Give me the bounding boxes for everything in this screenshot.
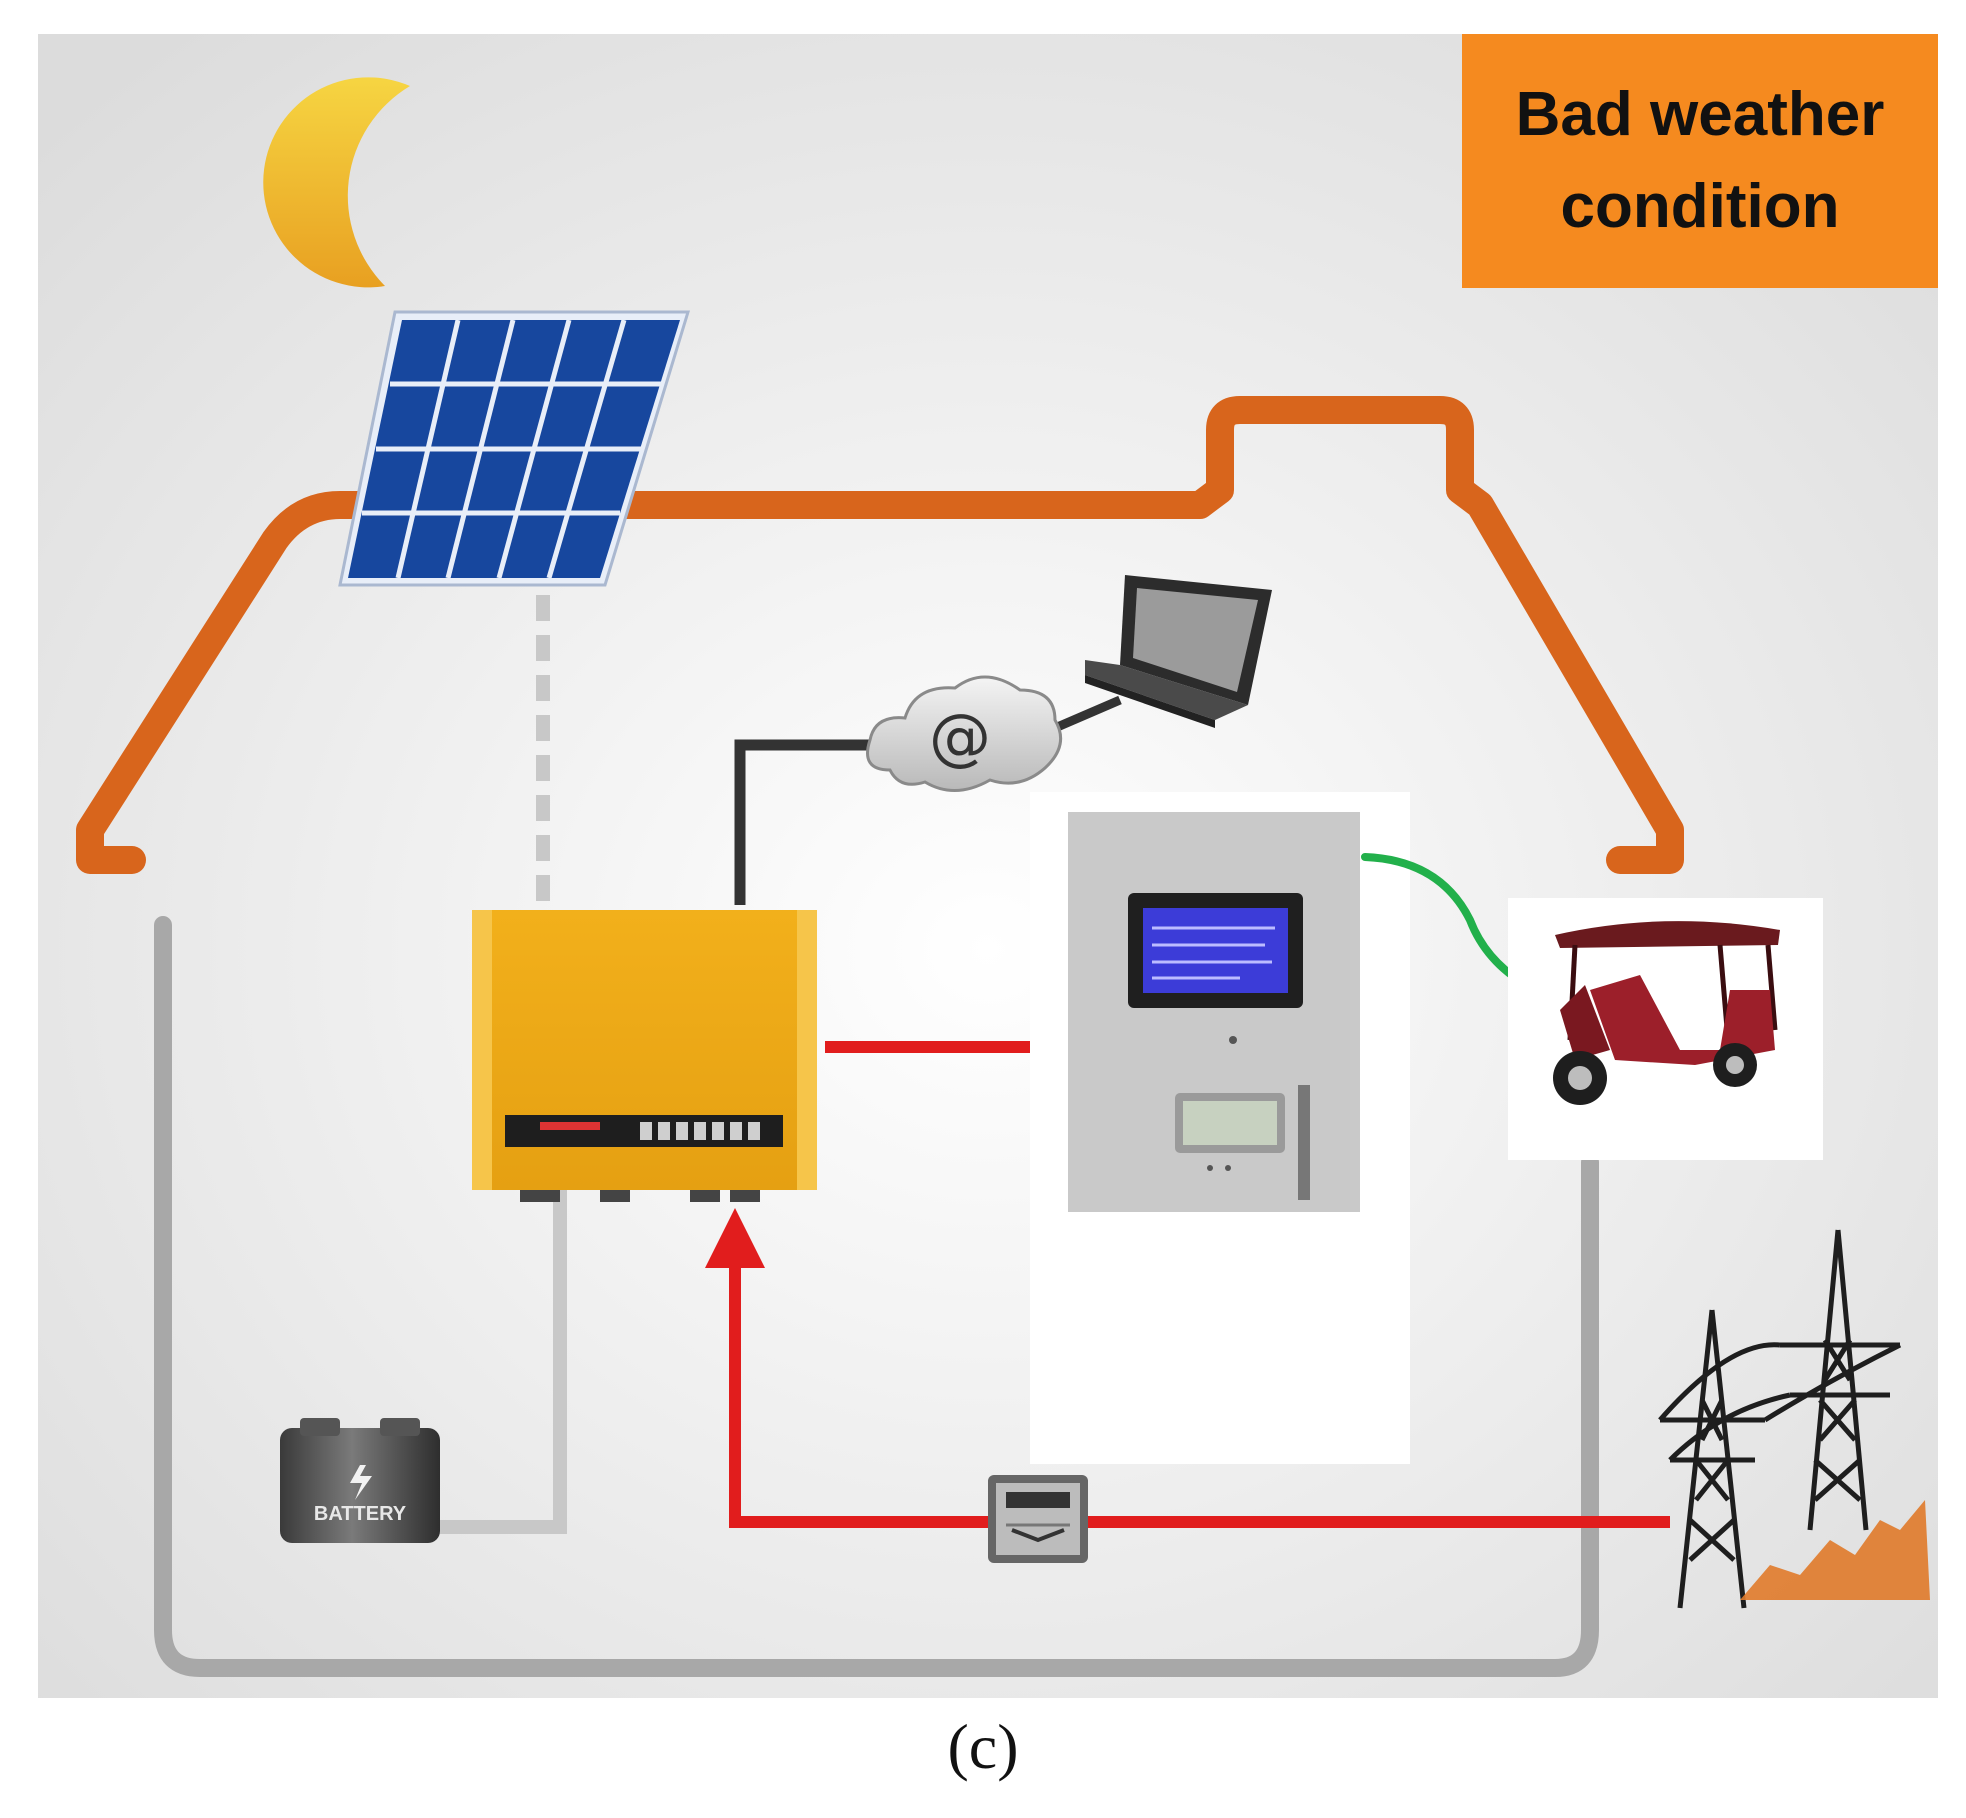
weather-condition-badge: Bad weather condition: [1462, 34, 1938, 288]
data-line: [734, 739, 880, 905]
data-line-laptop: [1053, 695, 1122, 733]
battery-icon: BATTERY: [280, 1418, 440, 1543]
moon-icon: [263, 77, 410, 288]
house-outline: [76, 396, 1684, 874]
badge-line-2: condition: [1560, 172, 1840, 241]
solar-panel-icon: [338, 310, 691, 587]
transmission-tower-icon: [1658, 1229, 1902, 1609]
ground-loop-line: [154, 916, 1599, 1677]
svg-text:BATTERY: BATTERY: [314, 1503, 407, 1525]
grid-line: [705, 1208, 1670, 1528]
battery-line: [440, 1190, 567, 1534]
laptop-icon: [1085, 575, 1272, 728]
city-skyline: [1740, 1500, 1930, 1600]
e-rickshaw-icon: [1508, 898, 1823, 1160]
charge-controller-icon: [1068, 812, 1360, 1212]
svg-text:@: @: [929, 700, 991, 773]
energy-meter-icon: [988, 1475, 1088, 1563]
figure-caption: (c): [947, 1711, 1019, 1782]
cloud-icon: @: [866, 675, 1063, 792]
inverter-icon: [472, 910, 817, 1202]
badge-line-1: Bad weather: [1515, 80, 1885, 149]
